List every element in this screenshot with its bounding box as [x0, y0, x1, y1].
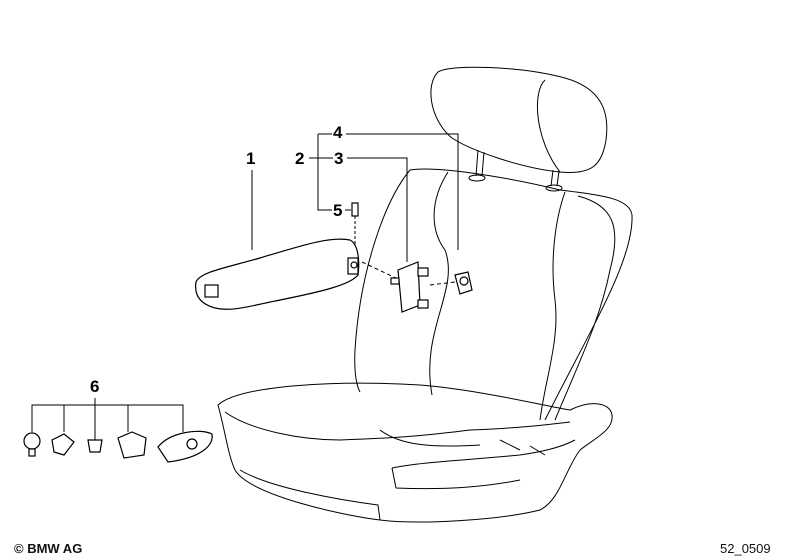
nut-part	[454, 271, 473, 295]
callout-3: 3	[334, 149, 344, 168]
callout-5: 5	[333, 201, 343, 220]
callout-2: 2	[295, 149, 305, 168]
backrest	[354, 168, 633, 421]
bracket-part	[390, 261, 429, 313]
clips-parts	[23, 430, 213, 463]
callout-1: 1	[246, 149, 256, 168]
leader-lines	[31, 133, 459, 440]
armrest-part	[195, 238, 360, 310]
callout-4: 4	[333, 123, 343, 142]
diagram-id: 52_0509	[720, 541, 771, 556]
callout-6: 6	[90, 377, 100, 396]
headrest	[430, 66, 608, 192]
pin-part	[351, 202, 359, 217]
copyright: © BMW AG	[14, 541, 83, 556]
seat-cushion	[217, 382, 613, 523]
